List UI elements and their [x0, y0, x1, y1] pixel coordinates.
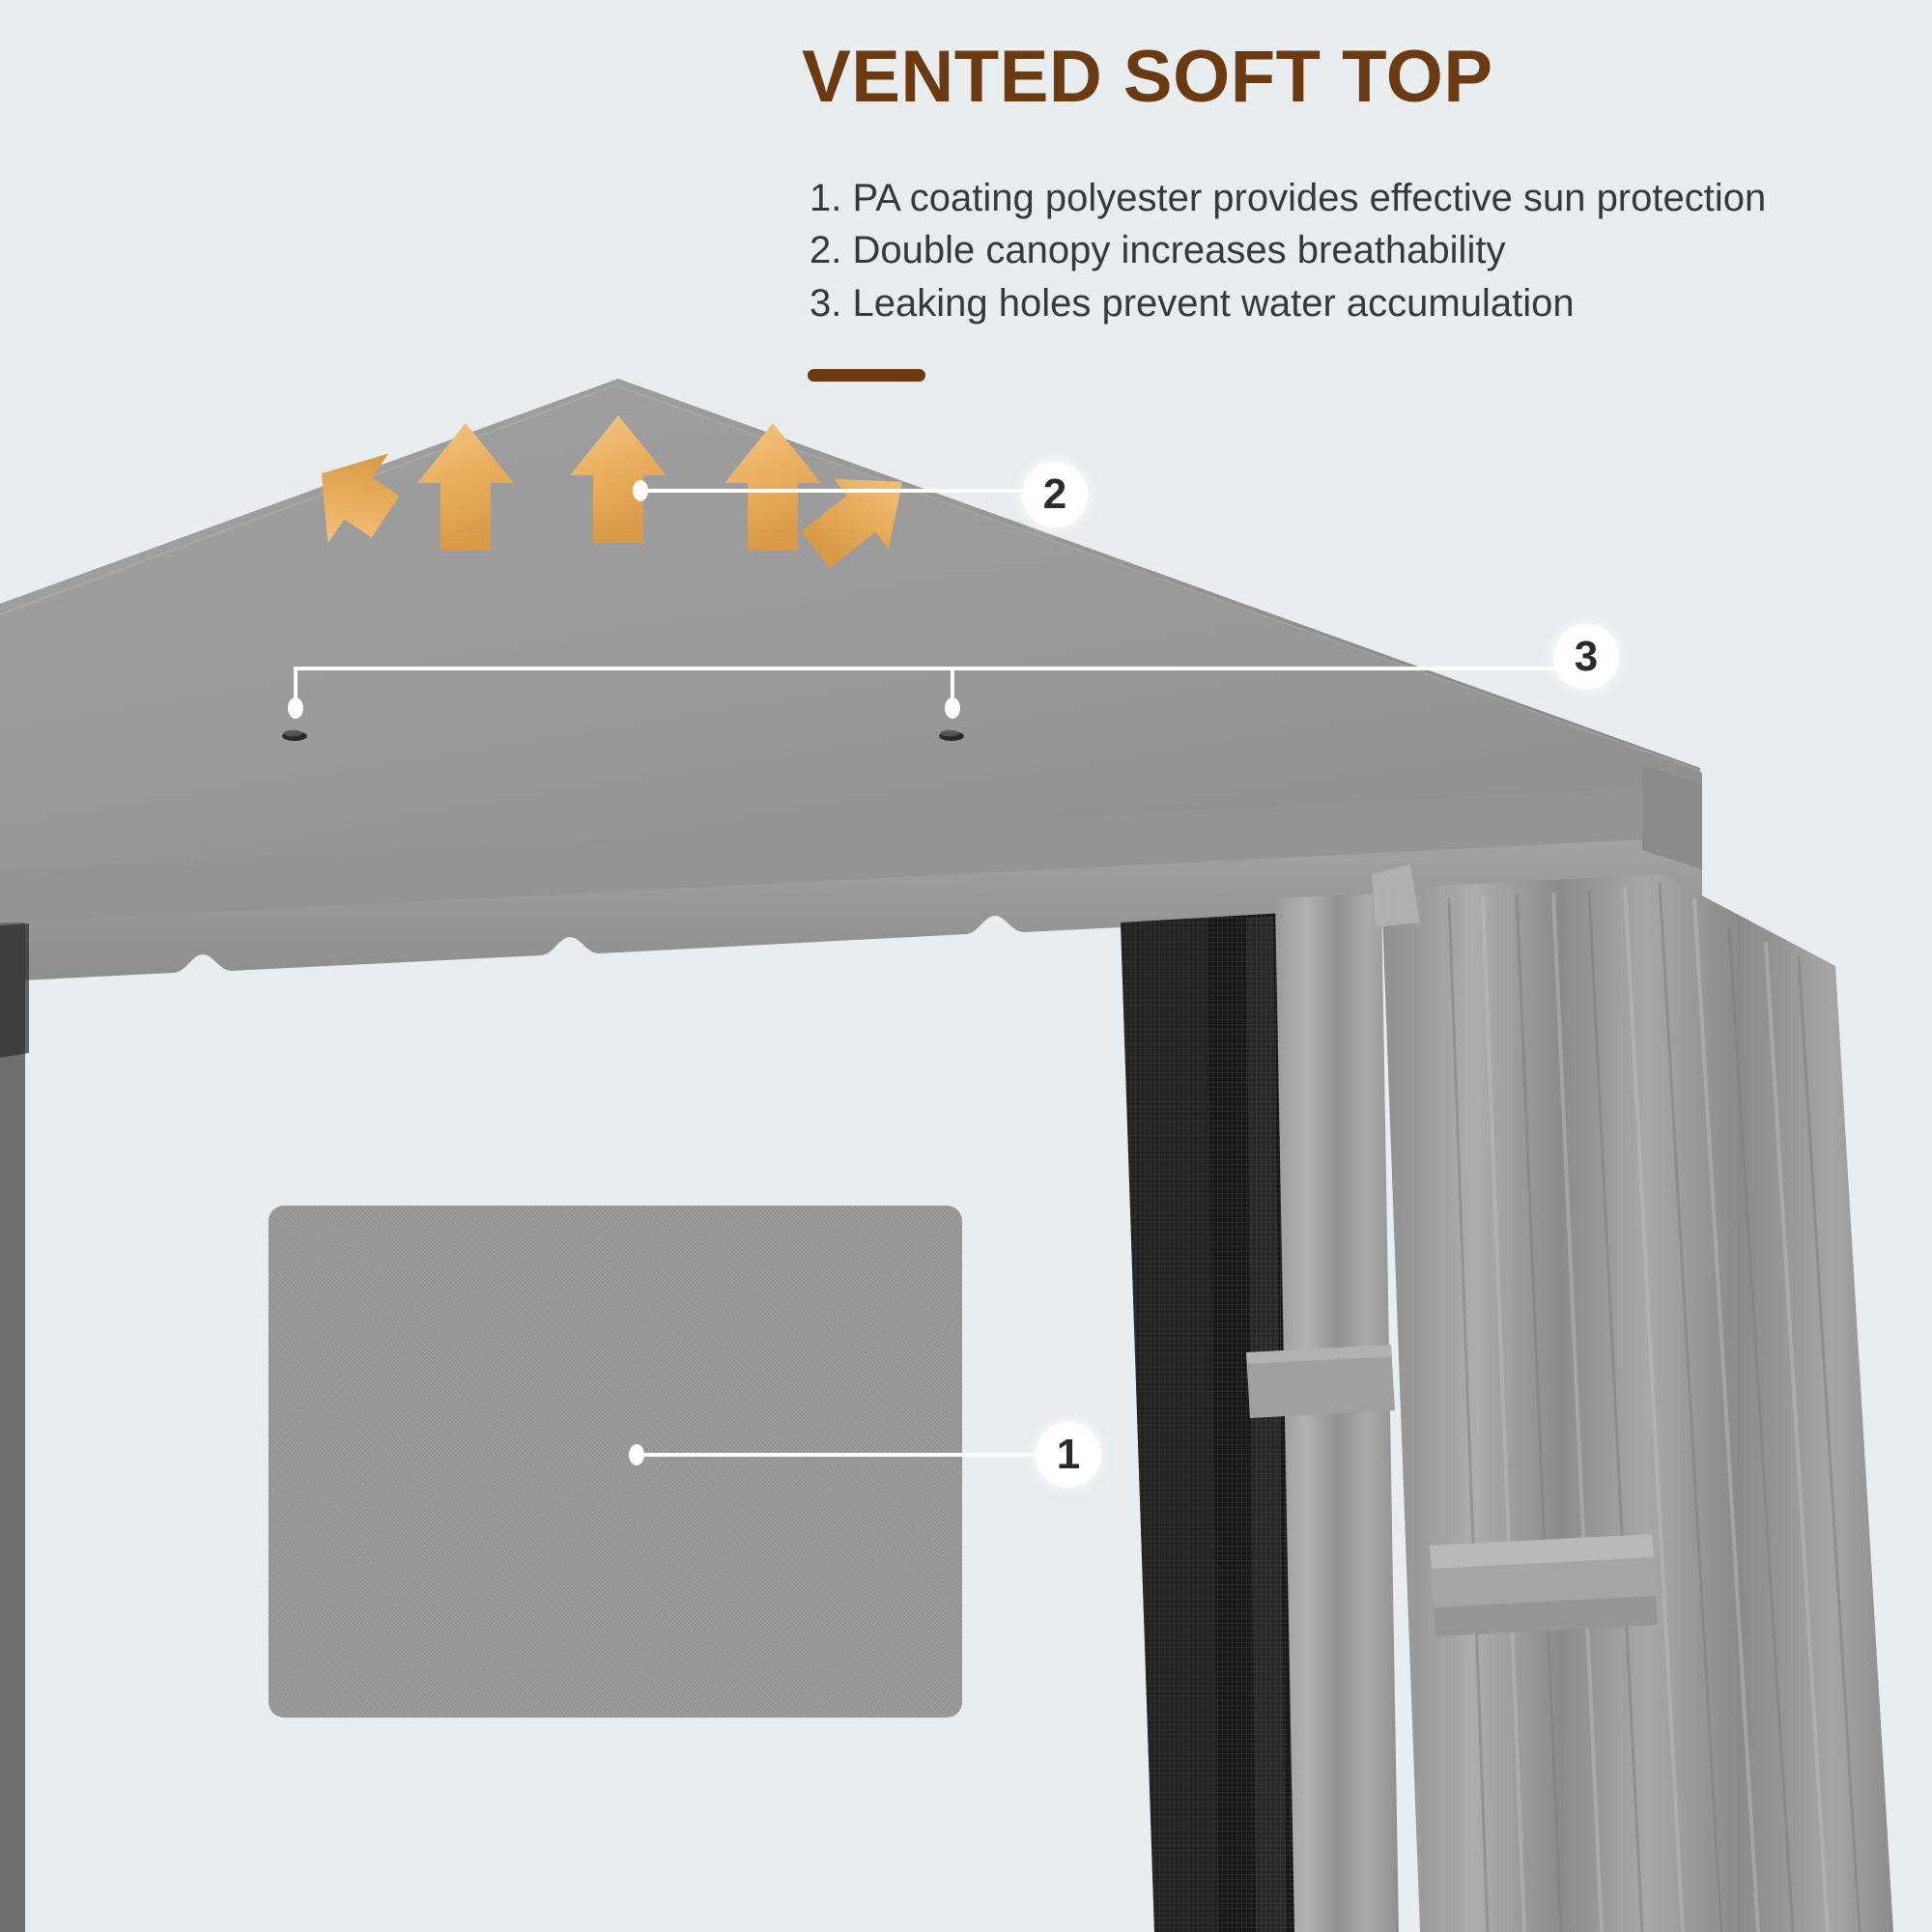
curtain-tieback-main — [1430, 1534, 1658, 1636]
airflow-arrow — [570, 415, 667, 543]
vent-mesh-band — [290, 386, 956, 526]
airflow-arrow — [724, 423, 821, 551]
feature-item-1: 1. PA coating polyester provides effecti… — [810, 172, 1930, 224]
vent-airflow-arrows — [321, 415, 903, 568]
feature-item-3-text: Leaking holes prevent water accumulation — [852, 281, 1575, 325]
upper-canopy-tier — [290, 379, 956, 562]
mesh-netting-panel — [1121, 913, 1299, 1932]
callout-3-anchor-dot-right — [945, 697, 960, 719]
leaking-hole-left — [282, 731, 307, 741]
callout-1-leader-line — [637, 1453, 1040, 1457]
leaking-holes — [282, 729, 964, 741]
feature-item-2: 2. Double canopy increases breathability — [810, 224, 1930, 276]
vent-gap-highlight — [348, 429, 894, 526]
leaking-hole-right — [939, 731, 964, 741]
page-title: VENTED SOFT TOP — [802, 36, 1493, 118]
callout-3-leader-line — [294, 667, 1561, 670]
curtain-tieback-inner — [1246, 1345, 1395, 1418]
feature-item-3-number: 3. — [810, 281, 842, 325]
feature-item-2-number: 2. — [810, 229, 842, 272]
canopy-front-face — [0, 784, 1702, 952]
curtain-panel-inner — [1275, 894, 1399, 1932]
vent-gap — [333, 417, 908, 541]
fabric-swatch — [269, 1206, 962, 1718]
callout-2-leader-line — [640, 489, 1031, 493]
canopy-panel-back — [0, 379, 1700, 792]
callout-3-drop-right — [951, 667, 954, 707]
feature-item-3: 3. Leaking holes prevent water accumulat… — [810, 277, 1930, 329]
feature-item-2-text: Double canopy increases breathability — [852, 229, 1506, 272]
airflow-arrow — [801, 478, 903, 568]
curtain-panel-main — [1381, 874, 1893, 1932]
callout-badge-2[interactable]: 2 — [1022, 462, 1088, 527]
feature-list: 1. PA coating polyester provides effecti… — [810, 172, 1930, 329]
upper-canopy-panel — [309, 379, 927, 498]
callout-3-drop-left — [294, 667, 298, 707]
feature-item-1-text: PA coating polyester provides effective … — [852, 177, 1767, 219]
vent-lower-rim — [319, 454, 920, 554]
callout-3-anchor-dot-left — [288, 697, 303, 719]
feature-item-1-number: 1. — [810, 177, 842, 219]
callout-badge-1[interactable]: 1 — [1036, 1422, 1101, 1488]
canopy-panel-front — [0, 386, 1702, 927]
airflow-arrow — [417, 423, 514, 551]
callout-badge-3[interactable]: 3 — [1553, 624, 1619, 690]
accent-divider — [808, 369, 925, 382]
gazebo-post-left — [0, 923, 25, 1932]
airflow-arrow — [321, 453, 400, 544]
canopy-valance — [0, 837, 1702, 981]
main-canopy — [0, 379, 1702, 981]
